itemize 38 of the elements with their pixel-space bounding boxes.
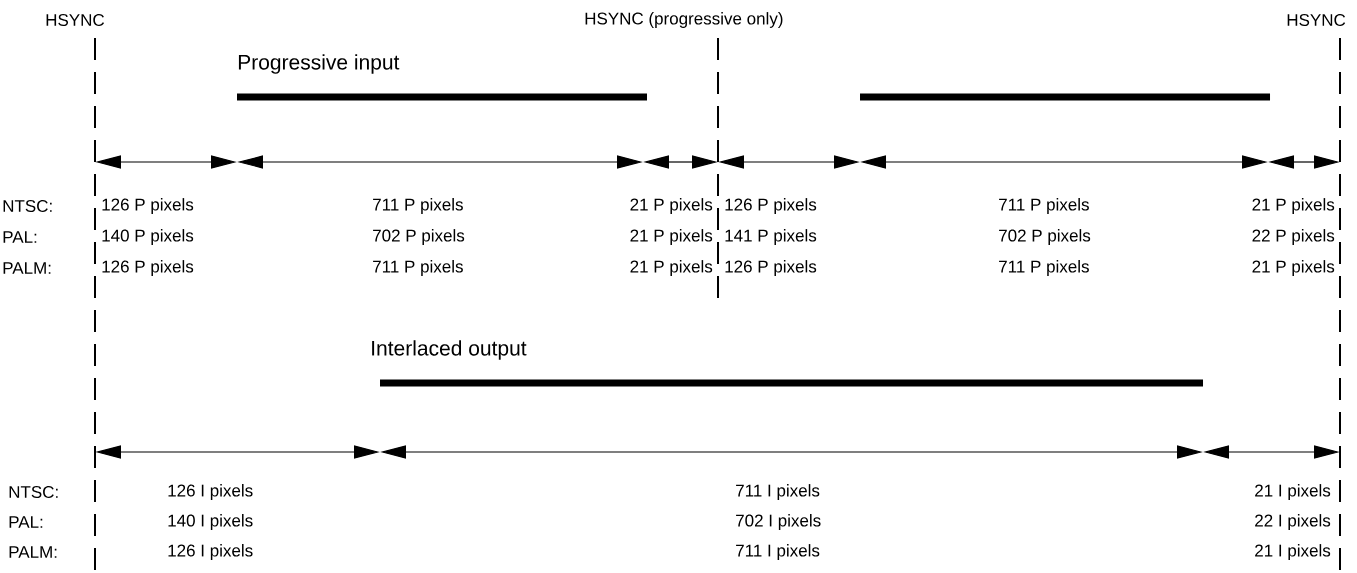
value-label: 21 P pixels: [630, 229, 713, 245]
signal-label: HSYNC: [46, 14, 105, 27]
row-label: PAL:: [9, 516, 43, 528]
value-label: 140 P pixels: [102, 229, 194, 245]
value-label: 702 I pixels: [736, 514, 821, 530]
value-label: 711 P pixels: [999, 260, 1089, 276]
value-label: 126 P pixels: [725, 260, 817, 276]
section-heading: Interlaced output: [372, 340, 527, 360]
row-label: PAL:: [3, 231, 37, 243]
row-label: NTSC:: [3, 200, 52, 213]
value-label: 21 I pixels: [1255, 484, 1331, 500]
section-heading: Progressive input: [238, 54, 400, 74]
row-label: PALM:: [9, 546, 57, 558]
value-label: 711 P pixels: [373, 260, 463, 276]
value-label: 21 I pixels: [1255, 544, 1331, 560]
value-label: 141 P pixels: [725, 229, 817, 245]
value-label: 21 P pixels: [630, 260, 713, 276]
value-label: 126 P pixels: [102, 260, 194, 276]
value-label: 21 P pixels: [1252, 260, 1335, 276]
value-label: 140 I pixels: [168, 514, 253, 530]
value-label: 702 P pixels: [999, 229, 1091, 245]
value-label: 22 P pixels: [1252, 229, 1335, 245]
signal-label: HSYNC: [1287, 14, 1346, 27]
value-label: 126 I pixels: [168, 484, 253, 500]
row-label: NTSC:: [9, 486, 58, 499]
value-label: 126 P pixels: [102, 198, 194, 214]
row-label: PALM:: [3, 262, 51, 274]
value-label: 711 P pixels: [999, 198, 1089, 214]
value-label: 21 P pixels: [1252, 198, 1335, 214]
value-label: 702 P pixels: [373, 229, 465, 245]
value-label: 21 P pixels: [630, 198, 713, 214]
value-label: 126 I pixels: [168, 544, 253, 560]
signal-label: HSYNC (progressive only): [585, 12, 783, 28]
value-label: 22 I pixels: [1255, 514, 1331, 530]
value-label: 126 P pixels: [725, 198, 817, 214]
value-label: 711 I pixels: [736, 544, 820, 560]
value-label: 711 P pixels: [373, 198, 463, 214]
value-label: 711 I pixels: [736, 484, 820, 500]
